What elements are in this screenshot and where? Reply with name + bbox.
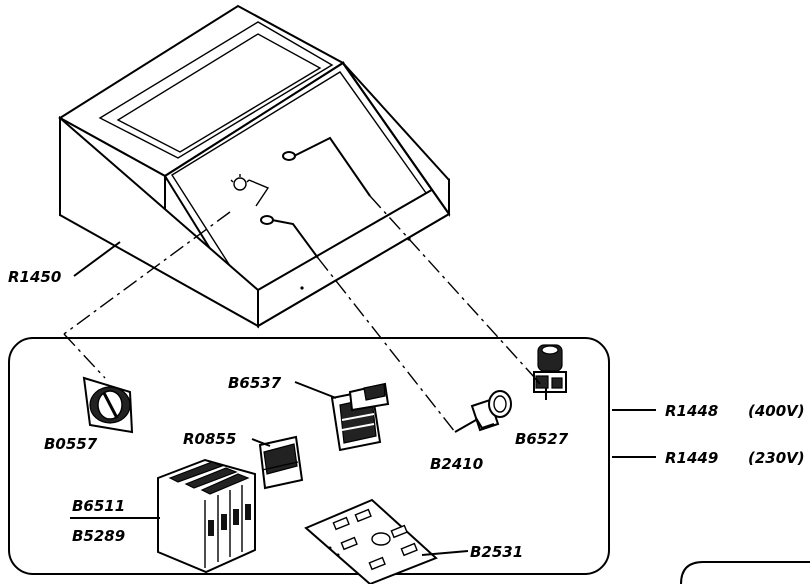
label-selector-switch: B0557 — [44, 435, 98, 453]
transformer — [330, 382, 390, 452]
label-relay: R0855 — [183, 430, 236, 448]
relay — [258, 435, 304, 490]
emergency-button — [533, 344, 567, 393]
label-pilot-light: B2410 — [430, 455, 483, 473]
pilot-light — [470, 390, 512, 432]
selector-switch — [82, 376, 134, 434]
label-emergency-button: B6527 — [515, 430, 569, 448]
component-group-box — [8, 337, 610, 575]
circuit-board — [304, 498, 438, 584]
label-kit-400v: R1448 — [665, 402, 718, 420]
enclosure-housing — [58, 4, 451, 329]
label-breaker-2: B5289 — [72, 527, 125, 545]
label-kit-230v: R1449 — [665, 449, 718, 467]
circuit-breakers — [157, 458, 256, 574]
label-kit-400v-voltage: (400V) — [748, 402, 805, 420]
partial-box — [680, 561, 810, 584]
label-transformer: B6537 — [228, 374, 282, 392]
label-breaker-1: B6511 — [72, 497, 125, 515]
label-enclosure: R1450 — [8, 268, 61, 286]
label-circuit-board: B2531 — [470, 543, 523, 561]
label-kit-230v-voltage: (230V) — [748, 449, 805, 467]
